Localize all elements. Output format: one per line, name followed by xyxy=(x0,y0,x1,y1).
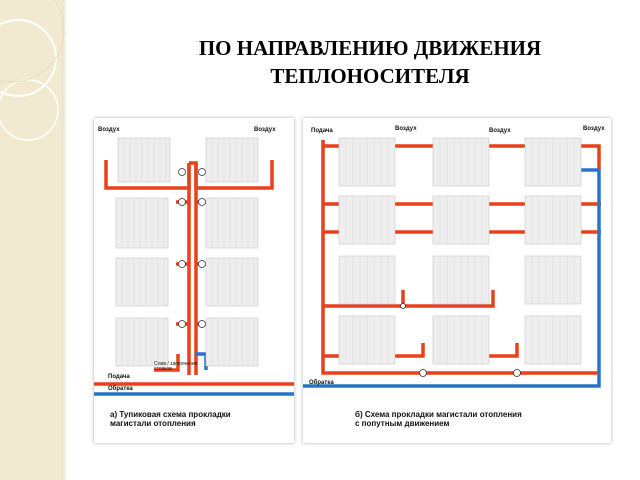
caption-a-line-1: а) Тупиковая схема прокладки xyxy=(110,410,231,419)
dead-end-scheme-panel: Воздух Воздух Слив / заполнение стояков … xyxy=(94,118,294,443)
caption-b-line-1: б) Схема прокладки магистали отопления xyxy=(355,410,522,419)
supply-riser-left xyxy=(321,140,599,375)
radiator-sections xyxy=(345,138,575,364)
return-riser-right xyxy=(303,170,601,388)
title-line-1: ПО НАПРАВЛЕНИЮ ДВИЖЕНИЯ xyxy=(198,36,542,60)
title-line-2: ТЕПЛОНОСИТЕЛЯ xyxy=(270,64,470,88)
reverse-return-scheme-diagram xyxy=(303,137,601,388)
valves xyxy=(178,168,206,328)
return-label: Обратка xyxy=(108,386,133,392)
caption-a-line-2: магистали отопления xyxy=(110,419,196,428)
radiators xyxy=(338,137,582,365)
supply-top-main xyxy=(323,144,601,170)
air-vent-label-2: Воздух xyxy=(489,128,511,134)
side-strip-shadow xyxy=(62,0,67,480)
slide-title: ПО НАПРАВЛЕНИЮ ДВИЖЕНИЯ ТЕПЛОНОСИТЕЛЯ xyxy=(110,34,630,90)
riser-note-line-1: Слив / заполнение xyxy=(154,361,198,367)
riser-drain-note: Слив / заполнение стояков xyxy=(154,362,197,372)
decorative-circles xyxy=(0,0,65,141)
caption-a: а) Тупиковая схема прокладки магистали о… xyxy=(110,410,231,428)
dead-end-scheme-diagram xyxy=(94,137,294,396)
caption-b-line-2: с попутным движением xyxy=(355,419,450,428)
supply-label: Подача xyxy=(311,128,333,134)
air-vent-label-3: Воздух xyxy=(583,126,605,132)
reverse-return-scheme-panel: Подача Воздух Воздух Воздух Обратка б) С… xyxy=(303,118,611,443)
valves xyxy=(400,303,521,377)
supply-branch-left-top xyxy=(104,160,191,190)
return-label: Обратка xyxy=(309,380,334,386)
air-vent-label-1: Воздух xyxy=(395,126,417,132)
radiator-sections xyxy=(121,138,255,366)
radiators xyxy=(115,137,259,367)
riser-note-line-2: стояков xyxy=(154,366,172,372)
caption-b: б) Схема прокладки магистали отопления с… xyxy=(355,410,522,428)
supply-label: Подача xyxy=(108,374,130,380)
air-vent-label-right: Воздух xyxy=(254,127,276,133)
air-vent-label-left: Воздух xyxy=(98,127,120,133)
